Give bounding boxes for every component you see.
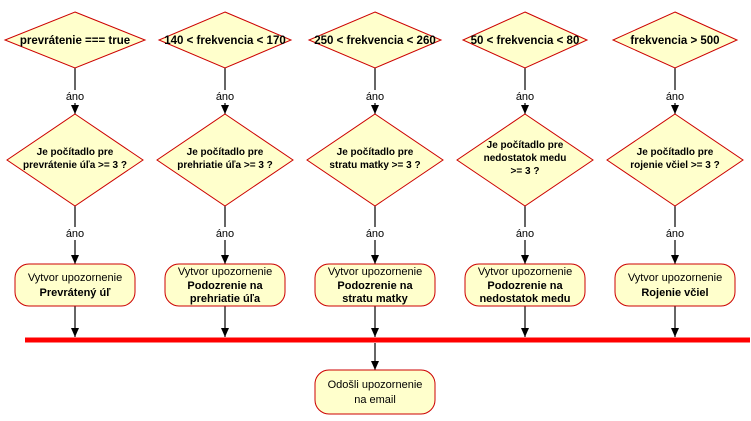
counter-check-label: Je počítadlo pre bbox=[337, 147, 414, 158]
condition-label: prevrátenie === true bbox=[20, 35, 130, 47]
send-email-box bbox=[314, 369, 436, 415]
edge-label-bg bbox=[663, 227, 687, 240]
condition-diamond bbox=[307, 11, 443, 69]
alert-box-line: Rojenie včiel bbox=[641, 287, 708, 299]
edge-label-yes: áno bbox=[66, 91, 84, 103]
create-alert-box bbox=[14, 263, 136, 307]
counter-check-label: Je počítadlo pre bbox=[37, 147, 114, 158]
counter-check-diamond bbox=[306, 113, 444, 207]
alert-box-line: nedostatok medu bbox=[479, 293, 570, 305]
alert-box-title: Vytvor upozornenie bbox=[178, 266, 272, 278]
alert-box-line: Podozrenie na bbox=[487, 280, 563, 292]
edge-label-bg bbox=[363, 227, 387, 240]
condition-label: 50 < frekvencia < 80 bbox=[471, 35, 580, 47]
condition-diamond bbox=[3, 11, 147, 69]
alert-box-line: prehriatie úľa bbox=[190, 293, 261, 305]
edge-label-yes: áno bbox=[516, 228, 534, 240]
counter-check-diamond bbox=[156, 113, 294, 207]
create-alert-box bbox=[164, 263, 286, 307]
edge-label-yes: áno bbox=[216, 228, 234, 240]
flow-column-2: 140 < frekvencia < 170 Je počítadlo pre pr… bbox=[156, 11, 294, 307]
counter-check-label: Je počítadlo pre bbox=[187, 147, 264, 158]
edge-label-bg bbox=[213, 227, 237, 240]
counter-check-diamond bbox=[456, 113, 594, 207]
counter-check-label: stratu matky >= 3 ? bbox=[329, 160, 420, 171]
counter-check-label: >= 3 ? bbox=[511, 166, 540, 177]
send-email-line: na email bbox=[354, 394, 396, 406]
edge-label-yes: áno bbox=[666, 91, 684, 103]
condition-diamond bbox=[157, 11, 293, 69]
alert-box-line: Prevrátený úľ bbox=[40, 287, 112, 299]
flow-column-3: 250 < frekvencia < 260 Je počítadlo pre st… bbox=[306, 11, 444, 307]
alert-box-line: Podozrenie na bbox=[337, 280, 413, 292]
flow-column-1: prevrátenie === true Je počítadlo pre prev… bbox=[3, 11, 147, 307]
edge-label-bg bbox=[363, 90, 387, 103]
counter-check-label: Je počítadlo pre bbox=[637, 147, 714, 158]
condition-diamond bbox=[461, 11, 589, 69]
alert-box-line: Podozrenie na bbox=[187, 280, 263, 292]
alert-box-title: Vytvor upozornenie bbox=[478, 266, 572, 278]
condition-label: 140 < frekvencia < 170 bbox=[164, 35, 286, 47]
edge-label-yes: áno bbox=[366, 91, 384, 103]
counter-check-label: Je počítadlo pre bbox=[487, 140, 564, 151]
edge-label-bg bbox=[213, 90, 237, 103]
flow-column-4: 50 < frekvencia < 80 Je počítadlo pre nedo… bbox=[456, 11, 594, 307]
flow-column-5: frekvencia > 500 Je počítadlo pre rojenie … bbox=[606, 11, 744, 307]
edge-label-yes: áno bbox=[66, 228, 84, 240]
edge-label-yes: áno bbox=[516, 91, 534, 103]
counter-check-diamond bbox=[6, 113, 144, 207]
create-alert-box bbox=[464, 263, 586, 307]
send-email-node: Odošli upozornenie na email bbox=[314, 369, 436, 415]
condition-diamond bbox=[611, 11, 739, 69]
condition-label: frekvencia > 500 bbox=[630, 35, 719, 47]
alert-box-title: Vytvor upozornenie bbox=[28, 272, 122, 284]
send-email-line: Odošli upozornenie bbox=[328, 379, 423, 391]
condition-label: 250 < frekvencia < 260 bbox=[314, 35, 436, 47]
counter-check-label: rojenie včiel >= 3 ? bbox=[630, 160, 720, 171]
alert-box-title: Vytvor upozornenie bbox=[328, 266, 422, 278]
edge-label-bg bbox=[513, 90, 537, 103]
edge-label-bg bbox=[63, 227, 87, 240]
edge-label-yes: áno bbox=[366, 228, 384, 240]
edge-label-bg bbox=[63, 90, 87, 103]
join-bar bbox=[25, 337, 750, 343]
edge-label-bg bbox=[513, 227, 537, 240]
alert-box-line: stratu matky bbox=[342, 293, 408, 305]
create-alert-box bbox=[614, 263, 736, 307]
edge-label-yes: áno bbox=[216, 91, 234, 103]
edge-label-bg bbox=[663, 90, 687, 103]
counter-check-diamond bbox=[606, 113, 744, 207]
counter-check-label: prehriatie úľa >= 3 ? bbox=[177, 160, 273, 171]
create-alert-box bbox=[314, 263, 436, 307]
counter-check-label: prevrátenie úľa >= 3 ? bbox=[23, 160, 127, 171]
counter-check-label: nedostatok medu bbox=[484, 153, 567, 164]
alert-box-title: Vytvor upozornenie bbox=[628, 272, 722, 284]
edge-label-yes: áno bbox=[666, 228, 684, 240]
